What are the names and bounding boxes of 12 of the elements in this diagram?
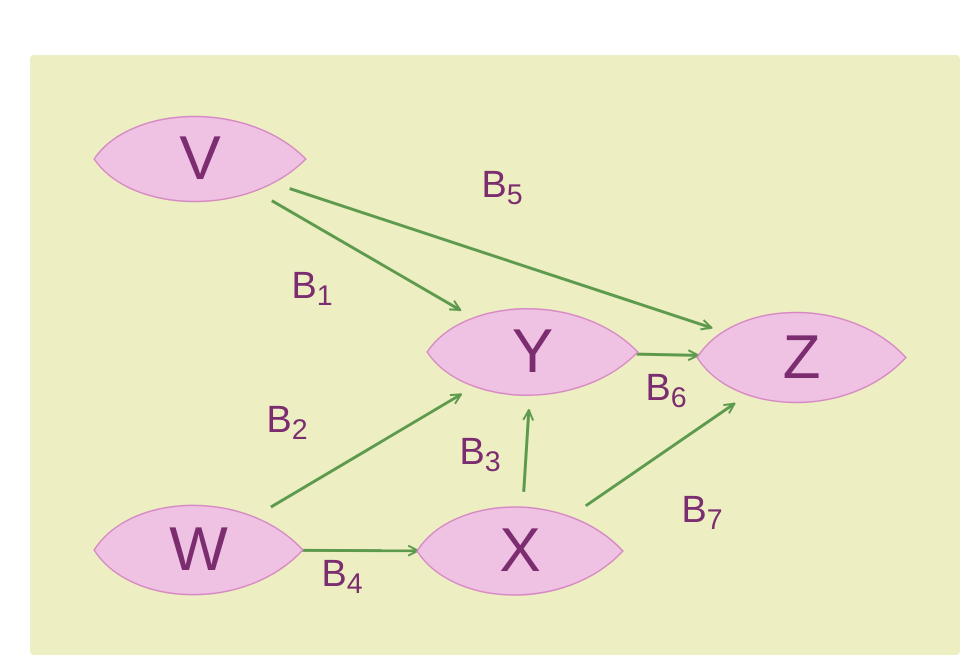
arrow bbox=[270, 393, 462, 508]
node-label: X bbox=[499, 520, 541, 582]
node-label: Y bbox=[512, 321, 554, 383]
arrow bbox=[271, 199, 462, 312]
node-label: Z bbox=[782, 326, 820, 388]
arrow bbox=[522, 409, 534, 492]
node-label: W bbox=[169, 519, 228, 581]
arrow bbox=[584, 402, 736, 508]
arrow bbox=[289, 187, 712, 330]
arrow bbox=[302, 544, 420, 557]
arrow bbox=[636, 349, 700, 362]
node-label: V bbox=[179, 128, 221, 190]
